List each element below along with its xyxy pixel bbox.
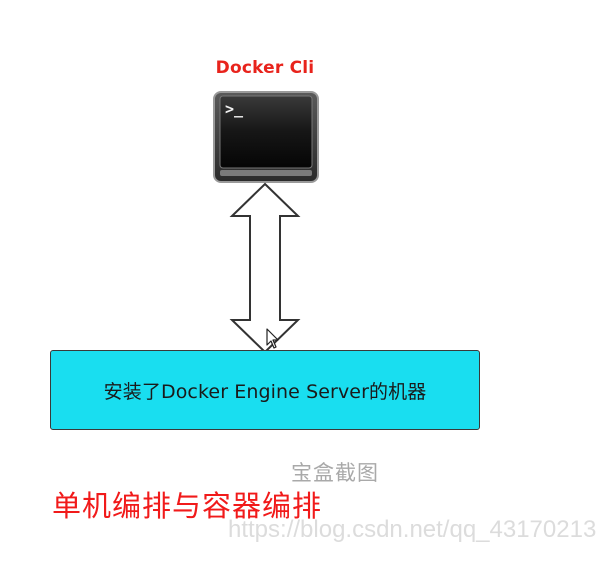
- screenshot-caption: 宝盒截图: [291, 461, 379, 485]
- orchestration-title: 单机编排与容器编排: [52, 489, 323, 523]
- docker-engine-server-box: 安装了Docker Engine Server的机器: [50, 350, 480, 430]
- terminal-prompt-glyph: >_: [225, 100, 244, 118]
- terminal-icon: >_: [213, 91, 319, 183]
- engine-server-label: 安装了Docker Engine Server的机器: [103, 380, 427, 403]
- csdn-watermark: https://blog.csdn.net/qq_43170213: [228, 516, 597, 543]
- docker-cli-label: Docker Cli: [215, 58, 315, 78]
- double-arrow-icon: [229, 182, 301, 354]
- mouse-cursor-icon: [266, 328, 279, 349]
